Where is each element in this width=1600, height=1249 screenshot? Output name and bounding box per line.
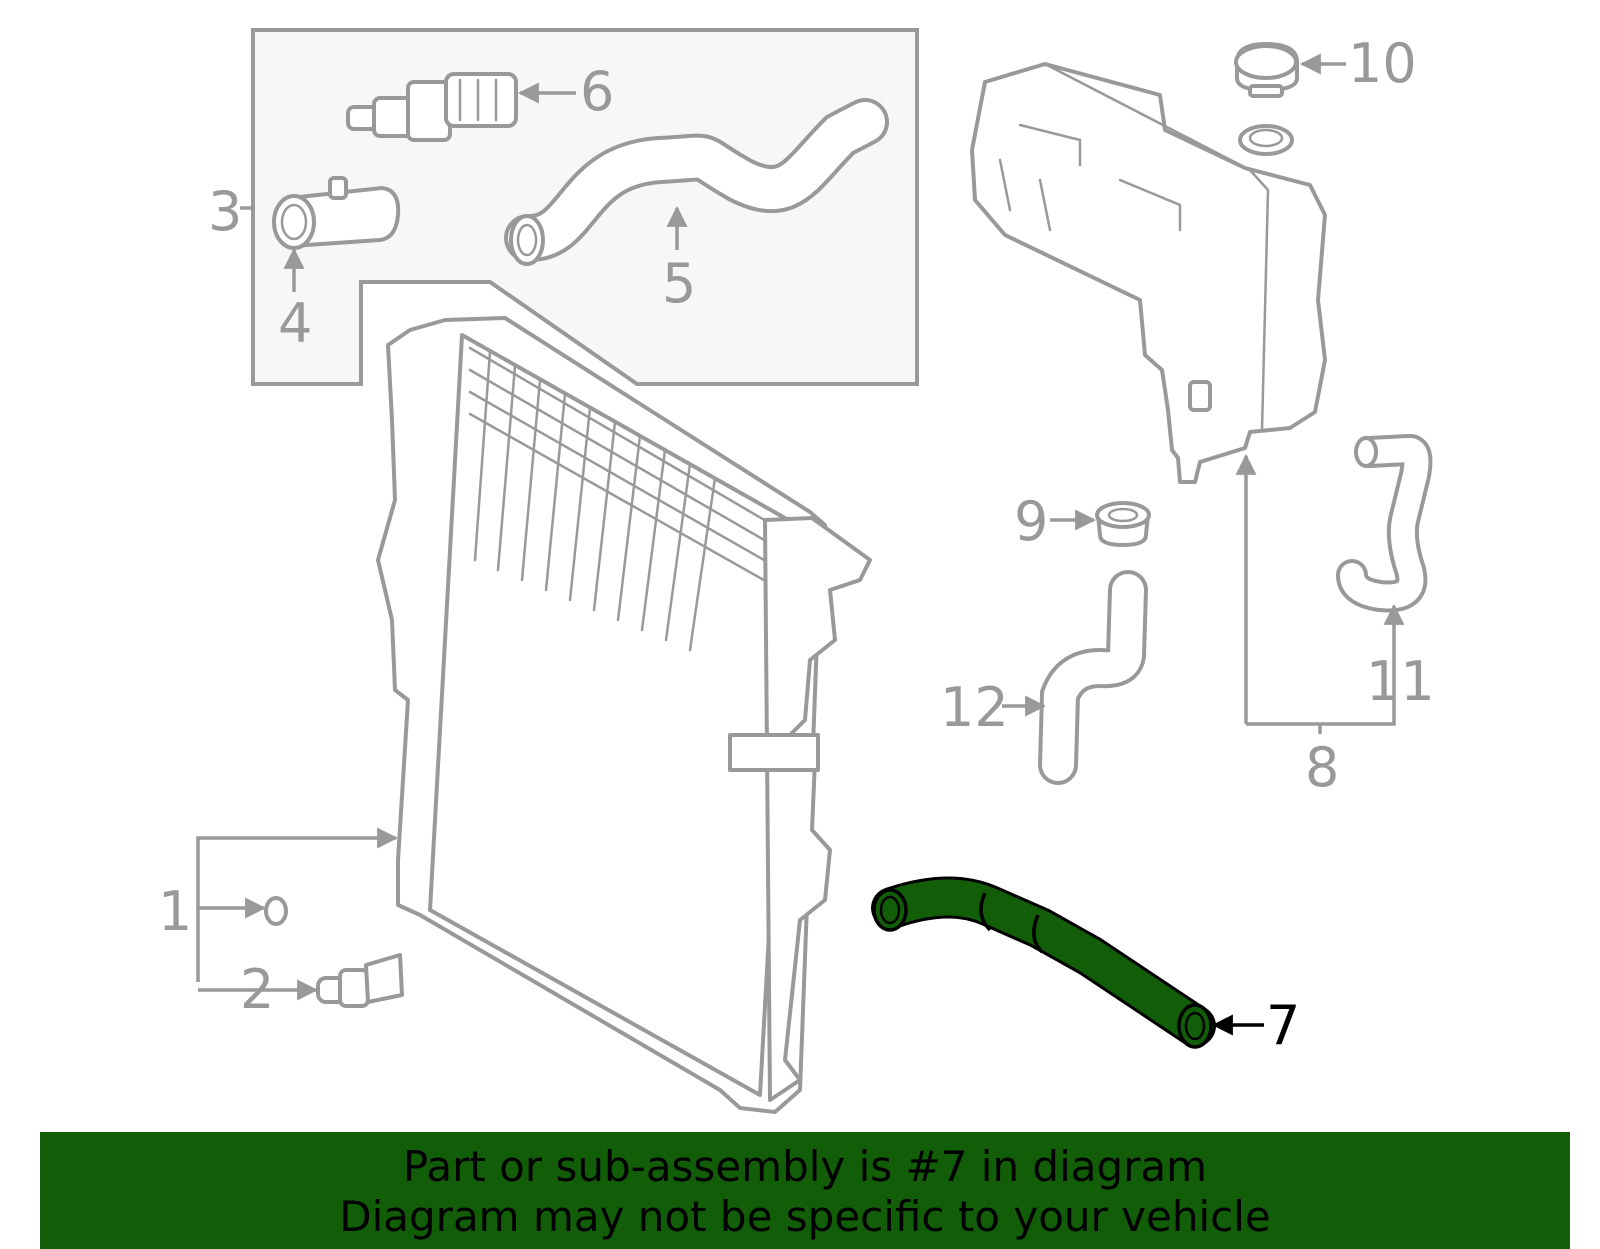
callout-5: 5 — [662, 252, 696, 315]
callout-3: 3 — [208, 180, 242, 243]
callout-10: 10 — [1348, 32, 1417, 95]
part-1-radiator — [376, 316, 872, 1114]
callout-9: 9 — [1014, 490, 1048, 553]
part-11-hose — [1336, 433, 1433, 613]
callout-12: 12 — [940, 676, 1009, 739]
part-8-reservoir — [970, 62, 1327, 484]
leader-8-bracket — [1246, 603, 1405, 726]
part-12-hose — [1038, 570, 1148, 785]
part-9-grommet — [1095, 501, 1151, 547]
part-2-plug — [316, 953, 404, 1008]
part-5-hose — [504, 98, 889, 266]
callout-4: 4 — [278, 292, 312, 355]
callout-2: 2 — [240, 958, 274, 1021]
part-7-hose-highlighted — [871, 876, 1216, 1049]
callout-7: 7 — [1266, 994, 1300, 1057]
banner-line-2: Diagram may not be specific to your vehi… — [339, 1192, 1271, 1241]
callout-6: 6 — [580, 60, 614, 123]
callout-1: 1 — [158, 880, 192, 943]
callout-8: 8 — [1305, 736, 1339, 799]
part-1-nut — [264, 896, 288, 926]
leader-1 — [196, 827, 399, 982]
banner-line-1: Part or sub-assembly is #7 in diagram — [402, 1142, 1208, 1191]
info-banner: Part or sub-assembly is #7 in diagram Di… — [40, 1132, 1570, 1249]
callout-11: 11 — [1366, 650, 1435, 713]
leader-lines — [196, 53, 1405, 1036]
callouts: 1 2 3 4 5 6 7 8 9 10 11 12 — [158, 32, 1435, 1057]
part-6-sensor — [346, 72, 518, 142]
part-10-cap — [1234, 42, 1299, 98]
